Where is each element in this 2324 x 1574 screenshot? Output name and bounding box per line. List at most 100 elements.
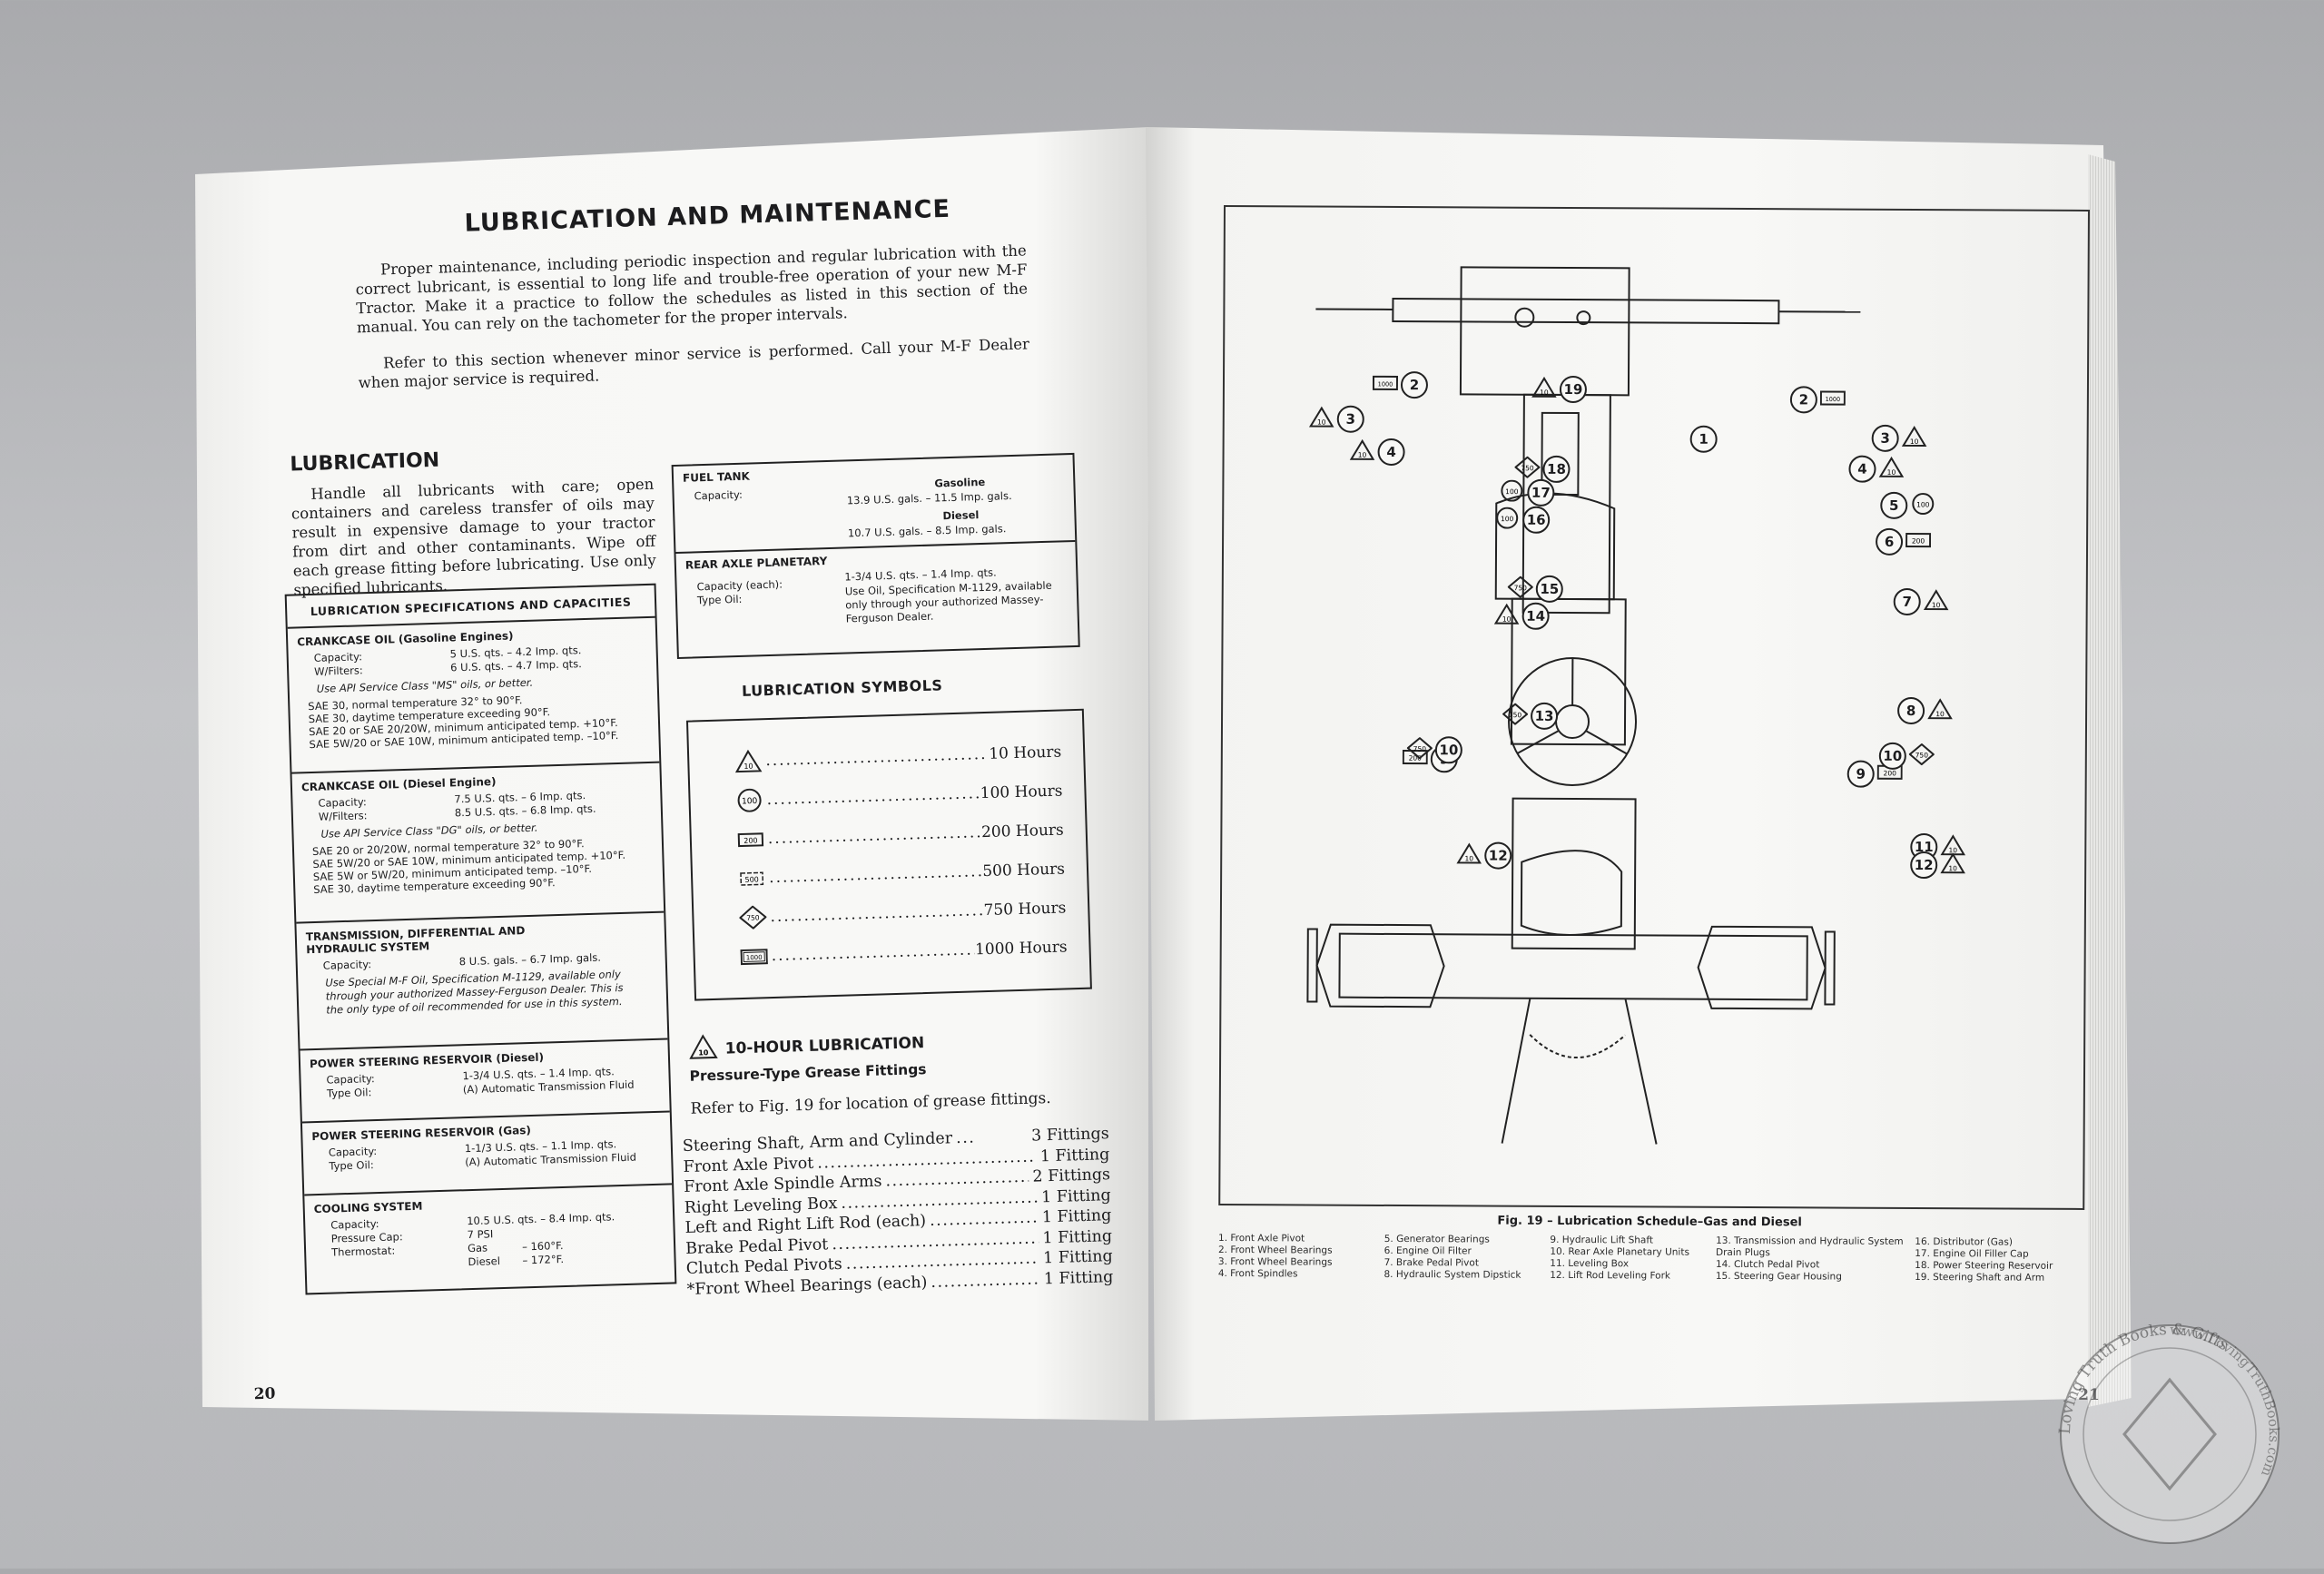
legend-column: 5. Generator Bearings 6. Engine Oil Filt… [1384, 1234, 1550, 1282]
schedule-symbol-icon: 750 [1502, 703, 1528, 729]
spec-label: Capacity: [307, 955, 459, 973]
callout-number: 6 [1876, 528, 1903, 556]
svg-text:100: 100 [1505, 487, 1519, 496]
legend-item: 18. Power Steering Reservoir [1915, 1260, 2081, 1273]
fuel-tank-section: FUEL TANK Capacity: Gasoline 13.9 U.S. g… [674, 455, 1076, 554]
svg-text:1000: 1000 [1378, 380, 1393, 388]
symbol-row-750: 750 .................................750… [739, 894, 1067, 931]
rear-capacity-label: Capacity (each): [696, 578, 783, 594]
legend-item: 16. Distributor (Gas) [1915, 1236, 2081, 1249]
page-number-left: 20 [253, 1384, 275, 1403]
svg-text:10: 10 [1948, 864, 1957, 872]
symbol-label: 200 Hours [981, 821, 1064, 841]
callout-number: 2 [1790, 386, 1817, 413]
schedule-symbol-icon: 10 [1309, 406, 1334, 431]
fitting-count: 1 Fitting [1041, 1205, 1111, 1228]
spec-value: 8.5 U.S. qts. – 6.8 Imp. qts. [455, 802, 596, 821]
fuel-diesel-label: Diesel [883, 507, 1038, 524]
legend-item: 4. Front Spindles [1218, 1268, 1384, 1281]
svg-text:1000: 1000 [746, 954, 763, 962]
callout-12: 12 10 [1910, 851, 1965, 879]
legend-item: 11. Leveling Box [1550, 1258, 1716, 1271]
svg-text:200: 200 [743, 836, 758, 844]
callout-number: 12 [1910, 851, 1937, 879]
fitting-count: 1 Fitting [1042, 1226, 1112, 1249]
legend-item: 5. Generator Bearings [1384, 1234, 1551, 1246]
legend-item: 8. Hydraulic System Dipstick [1384, 1269, 1550, 1282]
callout-number: 4 [1848, 456, 1876, 483]
legend-item: 1. Front Axle Pivot [1218, 1233, 1384, 1245]
spec-value: 7 PSI [467, 1227, 493, 1242]
svg-text:750: 750 [1514, 584, 1528, 592]
svg-text:10: 10 [1887, 468, 1896, 477]
spec-value: 6 U.S. qts. – 4.7 Imp. qts. [450, 657, 582, 674]
spec-cooling-system: COOLING SYSTEM Capacity:10.5 U.S. qts. –… [304, 1185, 675, 1286]
triangle-10-icon: 10 [734, 749, 763, 773]
callout-number: 12 [1484, 842, 1512, 870]
lubrication-heading: LUBRICATION [290, 449, 439, 477]
svg-text:10: 10 [1540, 389, 1549, 397]
callout-number: 5 [1880, 492, 1907, 519]
symbol-row-1000: 1000 .................................10… [740, 933, 1068, 970]
symbol-row-10: 10 .................................10 H… [734, 739, 1062, 776]
fitting-count: 3 Fittings [1031, 1124, 1109, 1146]
rear-type-value: Use Oil, Specification M-1129, available… [845, 578, 1064, 625]
legend-item: 19. Steering Shaft and Arm [1915, 1272, 2081, 1284]
callout-number: 8 [1897, 697, 1925, 724]
svg-text:750: 750 [1915, 751, 1929, 759]
symbol-row-200: 200 .................................200… [736, 816, 1064, 853]
schedule-symbol-icon: 10 [1927, 698, 1953, 723]
ten-hour-heading: 10 10-HOUR LUBRICATION [688, 1028, 924, 1065]
callout-number: 7 [1894, 588, 1921, 615]
left-page-content: LUBRICATION AND MAINTENANCE Proper maint… [272, 152, 1127, 1429]
legend-item: 3. Front Wheel Bearings [1218, 1256, 1384, 1269]
triangle-10-icon: 10 [688, 1034, 718, 1065]
spec-value: – 160°F. [522, 1239, 564, 1254]
fitting-count: 1 Fitting [1043, 1246, 1113, 1269]
rectangle-200-icon: 200 [737, 827, 765, 851]
svg-text:750: 750 [1521, 464, 1534, 472]
symbol-row-500: 500 .................................500… [738, 855, 1066, 892]
svg-text:200: 200 [1884, 769, 1897, 777]
callout-number: 19 [1560, 376, 1587, 403]
fuel-capacity-label: Capacity: [694, 488, 743, 503]
schedule-symbol-icon: 1000 [1820, 387, 1846, 412]
spec-sub-label: Diesel [468, 1254, 522, 1269]
schedule-symbol-icon: 10 [1531, 377, 1557, 402]
callout-1: 1 [1690, 426, 1718, 453]
callout-number: 17 [1527, 479, 1554, 507]
spec-power-steering-diesel: POWER STEERING RESERVOIR (Diesel) Capaci… [300, 1040, 670, 1124]
schedule-symbol-icon: 10 [1494, 604, 1520, 629]
fitting-count: 1 Fitting [1043, 1267, 1113, 1290]
tractor-lubrication-diagram [1220, 207, 2084, 1205]
rear-axle-title: REAR AXLE PLANETARY [685, 547, 1067, 571]
bracket-rectangle-500-icon: 500 [738, 866, 766, 890]
double-rectangle-1000-icon: 1000 [740, 944, 768, 969]
svg-text:100: 100 [742, 797, 758, 807]
symbol-label: 1000 Hours [975, 938, 1068, 959]
symbol-label: 10 Hours [989, 743, 1061, 762]
legend-item: 12. Lift Rod Leveling Fork [1550, 1270, 1716, 1283]
callout-number: 14 [1522, 603, 1550, 630]
figure-frame [1218, 205, 2090, 1210]
legend-item: 9. Hydraulic Lift Shaft [1550, 1235, 1716, 1247]
fitting-count: 1 Fitting [1039, 1145, 1109, 1167]
fuel-tank-table: FUEL TANK Capacity: Gasoline 13.9 U.S. g… [672, 453, 1080, 659]
transmission-shape [1512, 799, 1636, 949]
svg-text:10: 10 [1358, 451, 1367, 459]
schedule-symbol-icon: 750 [1514, 457, 1540, 482]
svg-text:10: 10 [1317, 418, 1326, 427]
circle-100-icon: 100 [735, 788, 763, 812]
schedule-symbol-icon: 10 [1878, 457, 1904, 482]
callout-19: 10 19 [1531, 376, 1587, 403]
spec-crankcase-diesel: CRANKCASE OIL (Diesel Engine) Capacity:7… [292, 763, 665, 924]
callout-4: 4 10 [1848, 456, 1904, 483]
legend-item: 15. Steering Gear Housing [1716, 1271, 1915, 1284]
